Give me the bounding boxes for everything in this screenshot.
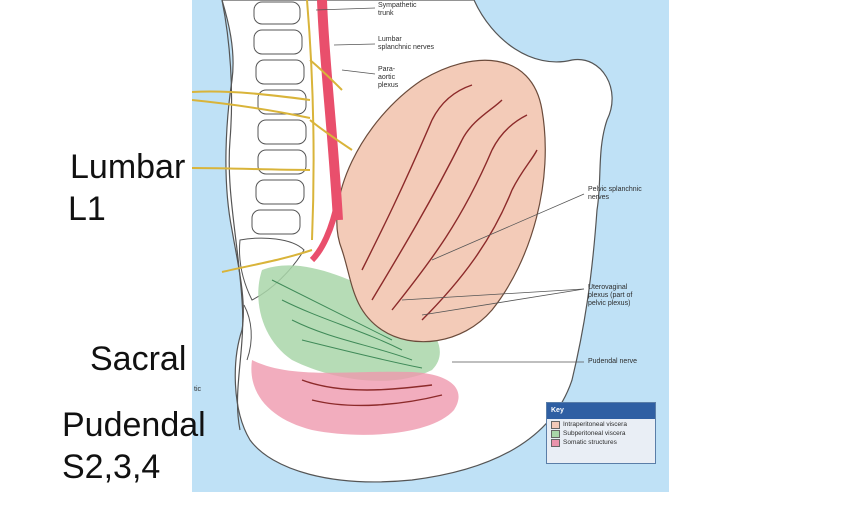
callout-text: plexus [378, 82, 399, 89]
pelvic-plexus [271, 279, 423, 369]
key-item: Intraperitoneal viscera [551, 420, 651, 429]
callout-partial: tic [194, 386, 201, 393]
label-l1: L1 [68, 190, 106, 228]
key-item: Somatic structures [551, 438, 651, 447]
somatic-region [251, 360, 459, 435]
callout-text: pelvic plexus) [588, 300, 631, 307]
nerves [192, 0, 353, 273]
callout-pudendal-nerve: Pudendal nerve [588, 358, 638, 365]
callout-text: nerves [588, 194, 610, 201]
callout-para-aortic: Para- aortic plexus [378, 66, 398, 90]
subperitoneal-region [258, 265, 440, 381]
vertebral-column [239, 1, 307, 361]
callout-uterovaginal: Uterovaginal plexus (part of pelvic plex… [588, 284, 632, 308]
key-label: Subperitoneal viscera [563, 430, 626, 437]
callout-text: Para- [378, 66, 396, 73]
vessel-branch [309, 199, 341, 263]
aorta [317, 0, 343, 221]
key-item: Subperitoneal viscera [551, 429, 651, 438]
key-swatch-subperitoneal [551, 429, 560, 438]
label-lumbar: Lumbar [70, 148, 186, 186]
callout-text: Lumbar [378, 36, 402, 43]
anatomy-figure: Sympathetic trunk Lumbar splanchnic nerv… [192, 0, 669, 492]
callout-text: splanchnic nerves [378, 44, 435, 51]
label-pudendal: Pudendal [62, 406, 206, 444]
callout-text: Pelvic splanchnic [588, 186, 642, 193]
key-legend: Key Intraperitoneal viscera Subperitonea… [546, 402, 656, 464]
callout-text: Sympathetic [378, 2, 417, 9]
key-title: Key [547, 403, 655, 419]
key-label: Intraperitoneal viscera [563, 421, 627, 428]
key-swatch-somatic [551, 438, 560, 447]
callout-sympathetic-trunk: Sympathetic trunk [378, 2, 417, 18]
leader-lines [315, 7, 585, 363]
label-s234: S2,3,4 [62, 448, 161, 486]
label-sacral: Sacral [90, 340, 187, 378]
callout-text: trunk [378, 10, 394, 17]
callout-text: Uterovaginal [588, 284, 628, 291]
callout-lumbar-splanchnic: Lumbar splanchnic nerves [378, 36, 434, 52]
callout-pelvic-splanchnic: Pelvic splanchnic nerves [588, 186, 642, 202]
back-outline [221, 0, 244, 431]
uterine-vessels [301, 84, 538, 407]
anatomy-illustration [192, 0, 613, 483]
key-label: Somatic structures [563, 439, 617, 446]
callout-text: plexus (part of [588, 292, 633, 299]
key-swatch-intraperitoneal [551, 420, 560, 429]
callout-text: aortic [378, 74, 396, 81]
